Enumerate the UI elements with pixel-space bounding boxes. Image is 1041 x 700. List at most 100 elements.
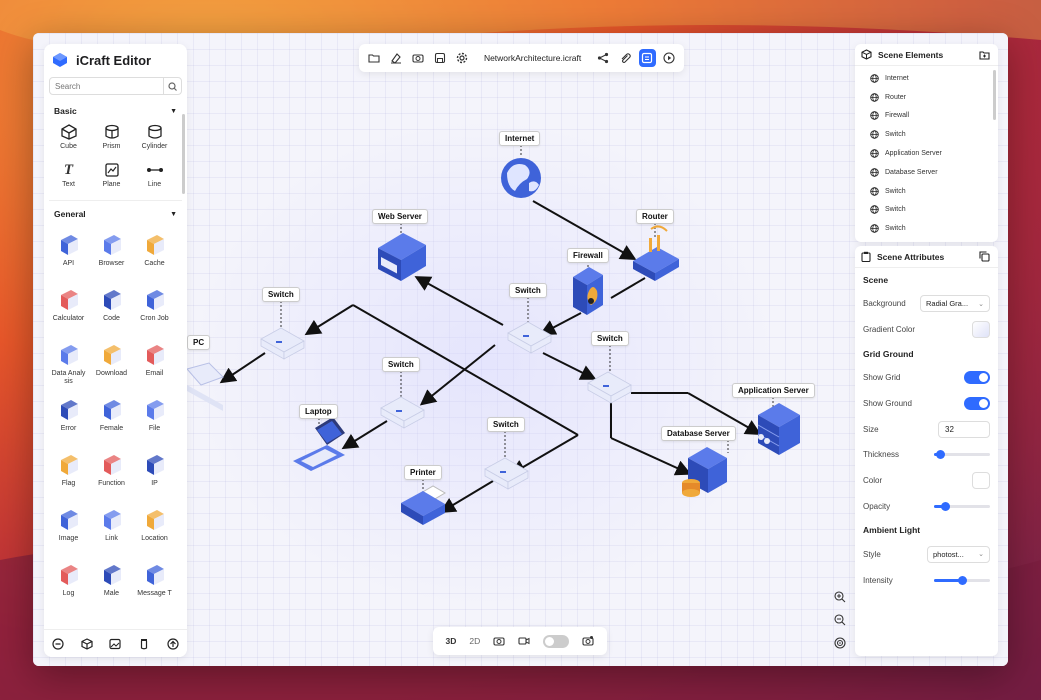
scene-element-item[interactable]: Firewall [855,107,998,126]
thickness-slider[interactable] [934,450,990,460]
router-icon[interactable] [633,225,679,281]
opacity-slider[interactable] [934,501,990,511]
node-label-pc[interactable]: PC [187,335,211,350]
node-label-switch[interactable]: Switch [262,287,300,302]
pc-icon[interactable] [186,362,224,411]
tool-location[interactable]: Location [133,505,176,560]
image-icon[interactable] [109,638,122,650]
play-button[interactable] [661,49,678,67]
file-name[interactable]: NetworkArchitecture.icraft [483,53,582,63]
node-label-laptop[interactable]: Laptop [299,404,338,419]
section-basic-header[interactable]: Basic ▼ [44,101,187,121]
section-general-header[interactable]: General ▼ [44,204,187,224]
printer-icon[interactable] [401,485,446,531]
internet-globe-icon[interactable] [501,158,541,198]
tool-ip[interactable]: IP [133,450,176,505]
tool-email[interactable]: Email [133,340,176,395]
scene-element-item[interactable]: Switch [855,182,998,201]
save-button[interactable] [432,49,449,67]
scene-element-item[interactable]: Switch [855,219,998,238]
copy-icon[interactable] [979,251,990,262]
settings-button[interactable] [454,49,471,67]
switch-device-icon[interactable] [380,396,425,429]
screenshot-button[interactable] [409,49,426,67]
video-camera-icon[interactable] [518,636,530,646]
application-server-icon[interactable] [757,403,800,455]
background-select[interactable]: Radial Gra...⌄ [920,295,990,313]
view-3d-button[interactable]: 3D [445,636,457,646]
attachment-button[interactable] [616,49,633,67]
scene-element-item[interactable]: Database Server [855,163,998,182]
node-label-switch[interactable]: Switch [382,357,420,372]
scrollbar-thumb[interactable] [182,114,185,194]
tool-prism[interactable]: Prism [90,121,133,159]
tool-file[interactable]: File [133,395,176,450]
tool-line[interactable]: Line [133,159,176,197]
node-label-database-server[interactable]: Database Server [661,426,736,441]
flask-icon[interactable] [138,638,150,650]
tool-female[interactable]: Female [90,395,133,450]
scene-element-item[interactable]: Application Server [855,144,998,163]
laptop-icon[interactable] [293,417,345,471]
tool-browser[interactable]: Browser [90,230,133,285]
camera-settings-icon[interactable] [582,635,594,647]
tool-log[interactable]: Log [47,560,90,615]
node-label-switch[interactable]: Switch [591,331,629,346]
scrollbar-thumb[interactable] [993,70,996,120]
web-server-icon[interactable] [378,233,426,281]
switch-device-icon[interactable] [484,457,529,490]
tool-error[interactable]: Error [47,395,90,450]
zoom-in-button[interactable] [831,588,849,606]
share-button[interactable] [594,49,611,67]
tool-cube[interactable]: Cube [47,121,90,159]
node-label-printer[interactable]: Printer [404,465,442,480]
tool-image[interactable]: Image [47,505,90,560]
open-folder-button[interactable] [365,49,382,67]
tool-message-t[interactable]: Message T [133,560,176,615]
tool-code[interactable]: Code [90,285,133,340]
tool-text[interactable]: T Text [47,159,90,197]
style-select[interactable]: photost...⌄ [927,545,990,563]
render-toggle[interactable] [543,634,570,648]
intensity-slider[interactable] [934,575,990,585]
tool-data-analy-sis[interactable]: Data Analy sis [47,340,90,395]
scene-element-item[interactable]: Router [855,88,998,107]
scene-element-item[interactable]: Switch [855,201,998,220]
scene-element-item[interactable]: Switch [855,125,998,144]
show-ground-toggle[interactable] [964,396,990,410]
tool-cron-job[interactable]: Cron Job [133,285,176,340]
folder-plus-icon[interactable] [979,50,990,60]
tool-calculator[interactable]: Calculator [47,285,90,340]
search-button[interactable] [163,78,181,94]
camera-icon[interactable] [493,636,505,646]
scene-element-item[interactable]: PC [855,238,998,242]
node-label-switch[interactable]: Switch [487,417,525,432]
node-label-internet[interactable]: Internet [499,131,541,146]
gradient-color-swatch[interactable] [972,321,990,339]
tool-cylinder[interactable]: Cylinder [133,121,176,159]
switch-device-icon[interactable] [260,327,305,360]
node-label-router[interactable]: Router [636,209,674,224]
recenter-button[interactable] [831,634,849,652]
search-input[interactable] [50,78,163,94]
minus-circle-icon[interactable] [52,637,64,650]
view-2d-button[interactable]: 2D [469,636,481,646]
tool-function[interactable]: Function [90,450,133,505]
switch-device-icon[interactable] [507,321,552,354]
tool-link[interactable]: Link [90,505,133,560]
tool-download[interactable]: Download [90,340,133,395]
node-label-switch[interactable]: Switch [509,283,547,298]
cube-outline-icon[interactable] [81,637,93,650]
tool-cache[interactable]: Cache [133,230,176,285]
switch-device-icon[interactable] [587,371,632,404]
show-grid-toggle[interactable] [964,370,990,384]
tool-flag[interactable]: Flag [47,450,90,505]
zoom-out-button[interactable] [831,611,849,629]
edit-mode-button[interactable] [638,49,656,67]
eraser-button[interactable] [387,49,404,67]
size-input[interactable]: 32 [938,420,990,438]
tool-api[interactable]: API [47,230,90,285]
node-label-firewall[interactable]: Firewall [567,248,609,263]
tool-plane[interactable]: Plane [90,159,133,197]
node-label-web-server[interactable]: Web Server [372,209,428,224]
